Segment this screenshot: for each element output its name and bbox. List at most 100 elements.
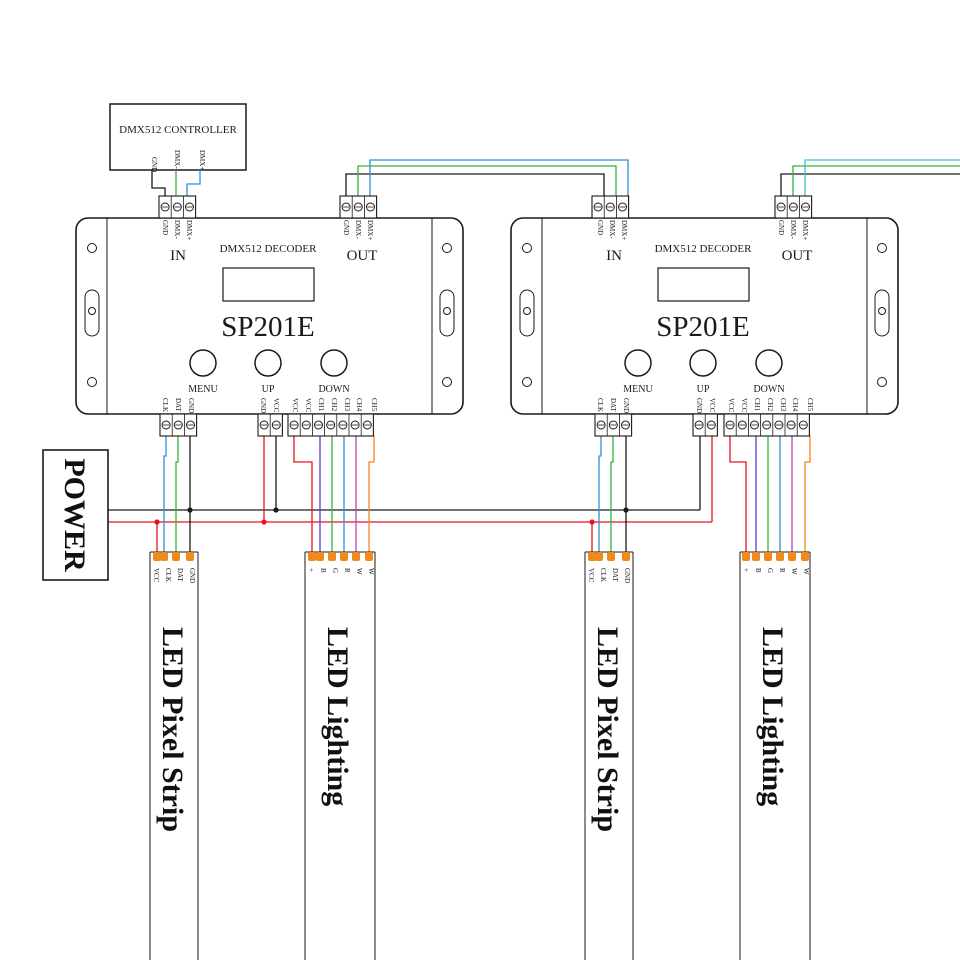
junction-dots	[154, 507, 629, 525]
decoder-2-channel-terminal	[723, 413, 810, 437]
decoder-1-pin-ch2: CH2	[330, 398, 338, 412]
decoder-2-power-terminal	[692, 413, 718, 437]
decoder-1-in-label: IN	[170, 248, 186, 264]
decoder-2-out-pin-dmx-plus: DMX+	[801, 220, 809, 240]
decoder-1-pin-ch4: CH4	[355, 398, 363, 412]
pixel-strip-1-pad	[153, 552, 161, 561]
pixel-strip-2-pad-clk: CLK	[599, 568, 607, 582]
decoder-1-out-pin-dmx-minus: DMX-	[354, 220, 362, 239]
pixel-strip-2-pad-gnd: GND	[623, 568, 631, 583]
decoder-1-pin-power-vcc: VCC	[272, 398, 280, 413]
decoder-1-up-label: UP	[262, 384, 275, 395]
decoder-2-pin-clk: CLK	[596, 398, 604, 412]
decoder-1-out-pin-gnd: GND	[342, 220, 350, 235]
pixel-strip-2-pad-dat: DAT	[611, 568, 619, 582]
pixel-strip-1-pad	[172, 552, 180, 561]
dmx512-controller: DMX512 CONTROLLER GND DMX- DMX+	[109, 103, 247, 172]
decoder-1-out-pin-dmx-plus: DMX+	[366, 220, 374, 240]
decoder-1-out-label: OUT	[347, 248, 378, 264]
lighting-strip-2-pad-w2: W	[802, 568, 810, 575]
lighting-strip-1-title: LED Lighting	[321, 627, 354, 806]
decoder-2-pin-ch5: CH5	[806, 398, 814, 412]
decoder-2-pin-dat: DAT	[609, 398, 617, 412]
lighting-strip-2-pad	[764, 552, 772, 561]
terminal-blocks	[158, 195, 813, 437]
decoder-1-down-button[interactable]	[320, 349, 348, 377]
solder-pads	[153, 552, 809, 561]
lighting-strip-1-pad	[340, 552, 348, 561]
lighting-strip-1-pad	[352, 552, 360, 561]
pixel-strip-2-title: LED Pixel Strip	[591, 627, 624, 832]
power-supply: POWER	[42, 449, 109, 581]
lighting-strip-2-pad	[788, 552, 796, 561]
pixel-strip-1-pad-clk: CLK	[164, 568, 172, 582]
pixel-strip-2-pad	[588, 552, 596, 561]
pixel-strip-2-pad	[622, 552, 630, 561]
decoder-2-pin-gnd: GND	[622, 398, 630, 413]
decoder-1-pin-gnd: GND	[187, 398, 195, 413]
pixel-strip-1-pad-gnd: GND	[188, 568, 196, 583]
decoder-2-in-pin-dmx-minus: DMX-	[608, 220, 616, 239]
decoder-1-title: DMX512 DECODER	[220, 243, 318, 255]
pixel-strip-1-pad	[186, 552, 194, 561]
lighting-strip-2-pad-g: G	[766, 568, 774, 573]
decoder-2-pin-ch1: CH1	[753, 398, 761, 412]
lighting-strip-2-pad-plus: +	[742, 568, 750, 572]
lighting-strip-2-title: LED Lighting	[756, 627, 789, 806]
pixel-strip-2: LED Pixel Strip VCC CLK DAT GND	[584, 551, 634, 960]
decoder-1-power-terminal	[257, 413, 283, 437]
lighting-strip-1-pad	[328, 552, 336, 561]
decoder-1-menu-label: MENU	[188, 384, 218, 395]
pixel-strip-1-pad-dat: DAT	[176, 568, 184, 582]
decoder-1-pin-ch3: CH3	[343, 398, 351, 412]
lighting-strip-1-pad-b: B	[319, 568, 327, 573]
lighting-strip-1-pad-w2: W	[367, 568, 375, 575]
pixel-strip-1-pad	[160, 552, 168, 561]
lighting-strip-2-pad-r: R	[778, 568, 786, 573]
decoder-1-pin-ch5: CH5	[370, 398, 378, 412]
decoder-1-channel-terminal	[287, 413, 374, 437]
decoder-2-menu-label: MENU	[623, 384, 653, 395]
decoder-1-pin-clk: CLK	[161, 398, 169, 412]
decoder-2-down-button[interactable]	[755, 349, 783, 377]
decoder-1-menu-button[interactable]	[189, 349, 217, 377]
decoder-2-pin-vcc-a: VCC	[727, 398, 735, 413]
decoder-1-pin-dat: DAT	[174, 398, 182, 412]
decoder-2-pin-ch4: CH4	[791, 398, 799, 412]
pixel-strip-1-pad-vcc: VCC	[152, 568, 160, 583]
wires	[108, 159, 960, 552]
led-strips: LED Pixel Strip VCC CLK DAT GND LED Ligh…	[149, 551, 811, 960]
decoder-2-pin-ch3: CH3	[779, 398, 787, 412]
lighting-strip-2-pad-w1: W	[790, 568, 798, 575]
lighting-strip-1-pad-w1: W	[355, 568, 363, 575]
dmx-port-labels: GND DMX- DMX+ GND DMX- DMX+ GND DMX- DMX…	[161, 220, 809, 240]
power-label: POWER	[58, 458, 91, 572]
decoder-2-in-terminal	[591, 195, 630, 219]
decoder-2-down-label: DOWN	[753, 384, 784, 395]
decoder-2-display	[657, 267, 750, 302]
pixel-strip-1-title: LED Pixel Strip	[156, 627, 189, 832]
lighting-strip-1-pad-plus: +	[307, 568, 315, 572]
decoder-2-in-pin-dmx-plus: DMX+	[620, 220, 628, 240]
decoder-2-pin-vcc-b: VCC	[740, 398, 748, 413]
decoder-1-pin-vcc-b: VCC	[304, 398, 312, 413]
lighting-strip-1-pad	[316, 552, 324, 561]
controller-title: DMX512 CONTROLLER	[119, 124, 237, 136]
decoder-2-menu-button[interactable]	[624, 349, 652, 377]
lighting-strip-2-pad	[742, 552, 750, 561]
lighting-strip-1-pad	[308, 552, 316, 561]
decoder-1-up-button[interactable]	[254, 349, 282, 377]
controller-pin-dmx-minus: DMX-	[173, 150, 181, 169]
lighting-strip-2-pad-b: B	[754, 568, 762, 573]
lighting-strip-2-pad	[801, 552, 809, 561]
decoder-2-up-button[interactable]	[689, 349, 717, 377]
decoder-2-in-pin-gnd: GND	[596, 220, 604, 235]
decoder-1-display	[222, 267, 315, 302]
decoder-2-out-terminal	[774, 195, 813, 219]
decoder-1: IN OUT DMX512 DECODER SP201E MENU UP DOW…	[75, 217, 464, 415]
decoder-1-model: SP201E	[221, 311, 314, 343]
decoder-2-pin-power-gnd: GND	[695, 398, 703, 413]
decoder-2-pin-ch2: CH2	[766, 398, 774, 412]
decoder-2-out-pin-gnd: GND	[777, 220, 785, 235]
